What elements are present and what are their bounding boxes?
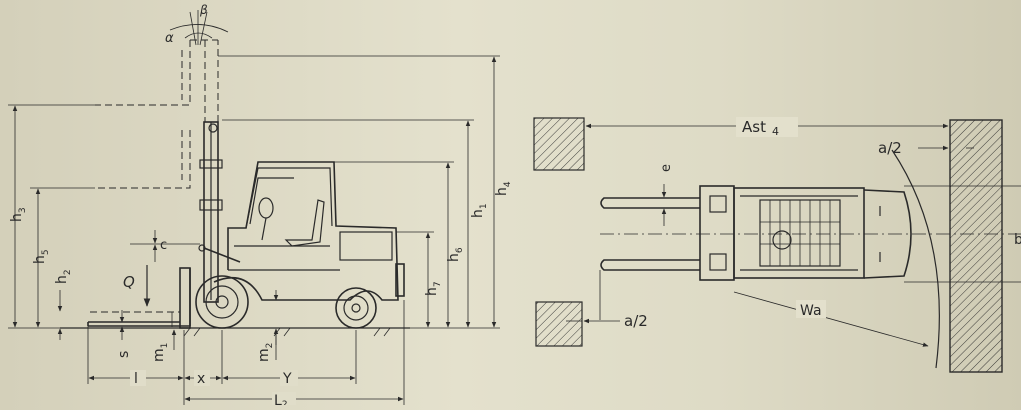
h7-label: h7	[424, 281, 443, 296]
tilt-pivot	[198, 244, 206, 252]
truck-body	[213, 161, 405, 301]
beta-label: β	[199, 3, 208, 17]
alpha-label: α	[165, 31, 174, 46]
bottom-length-dimensions	[87, 300, 405, 405]
rear-wheel	[335, 287, 377, 329]
front-wheel	[195, 275, 249, 329]
m2-label: m2	[256, 343, 275, 362]
tilt-cylinder	[203, 247, 241, 263]
pallet-top	[533, 117, 585, 171]
wa-label: Wa	[800, 303, 822, 319]
s-label: s	[116, 351, 132, 358]
tilt-angle-marks	[169, 10, 229, 46]
truck-top	[699, 185, 912, 281]
left-height-dimensions	[8, 104, 279, 360]
ground-hatch	[183, 327, 391, 337]
y-label: Y	[282, 371, 292, 387]
c-label: c	[160, 238, 167, 253]
e-label: e	[659, 164, 674, 172]
mast	[199, 121, 223, 303]
fork-carriage	[87, 267, 191, 329]
pallet-bottom	[535, 301, 583, 347]
a2-bottom-label: a/2	[624, 312, 648, 330]
x-label-bg	[194, 370, 210, 386]
h5-label: h5	[32, 249, 51, 264]
right-height-dimensions	[218, 55, 500, 329]
turning-arc	[891, 149, 940, 369]
top-forks	[600, 197, 700, 271]
h2-label: h2	[54, 269, 73, 284]
y-label-bg	[280, 370, 298, 386]
wa-dimension-line	[733, 291, 929, 347]
l-label: l	[134, 371, 138, 387]
l2-label-bg	[272, 392, 296, 405]
h6-label: h6	[446, 247, 465, 262]
h4-label: h4	[494, 181, 513, 196]
b-label: b	[1014, 232, 1021, 248]
a2-top-label: a/2	[878, 139, 902, 157]
wa-label-bg	[796, 300, 826, 318]
x-label: x	[197, 371, 205, 387]
side-view: α β	[8, 3, 513, 410]
h3-label: h3	[9, 207, 28, 222]
raised-fork-positions	[90, 39, 219, 313]
m1-label: m1	[151, 343, 170, 362]
l-label-bg	[130, 370, 146, 386]
aisle-wall	[949, 119, 1003, 373]
h1-label: h1	[470, 203, 489, 218]
q-label: Q	[123, 273, 135, 291]
ast-label-bg	[736, 117, 798, 137]
